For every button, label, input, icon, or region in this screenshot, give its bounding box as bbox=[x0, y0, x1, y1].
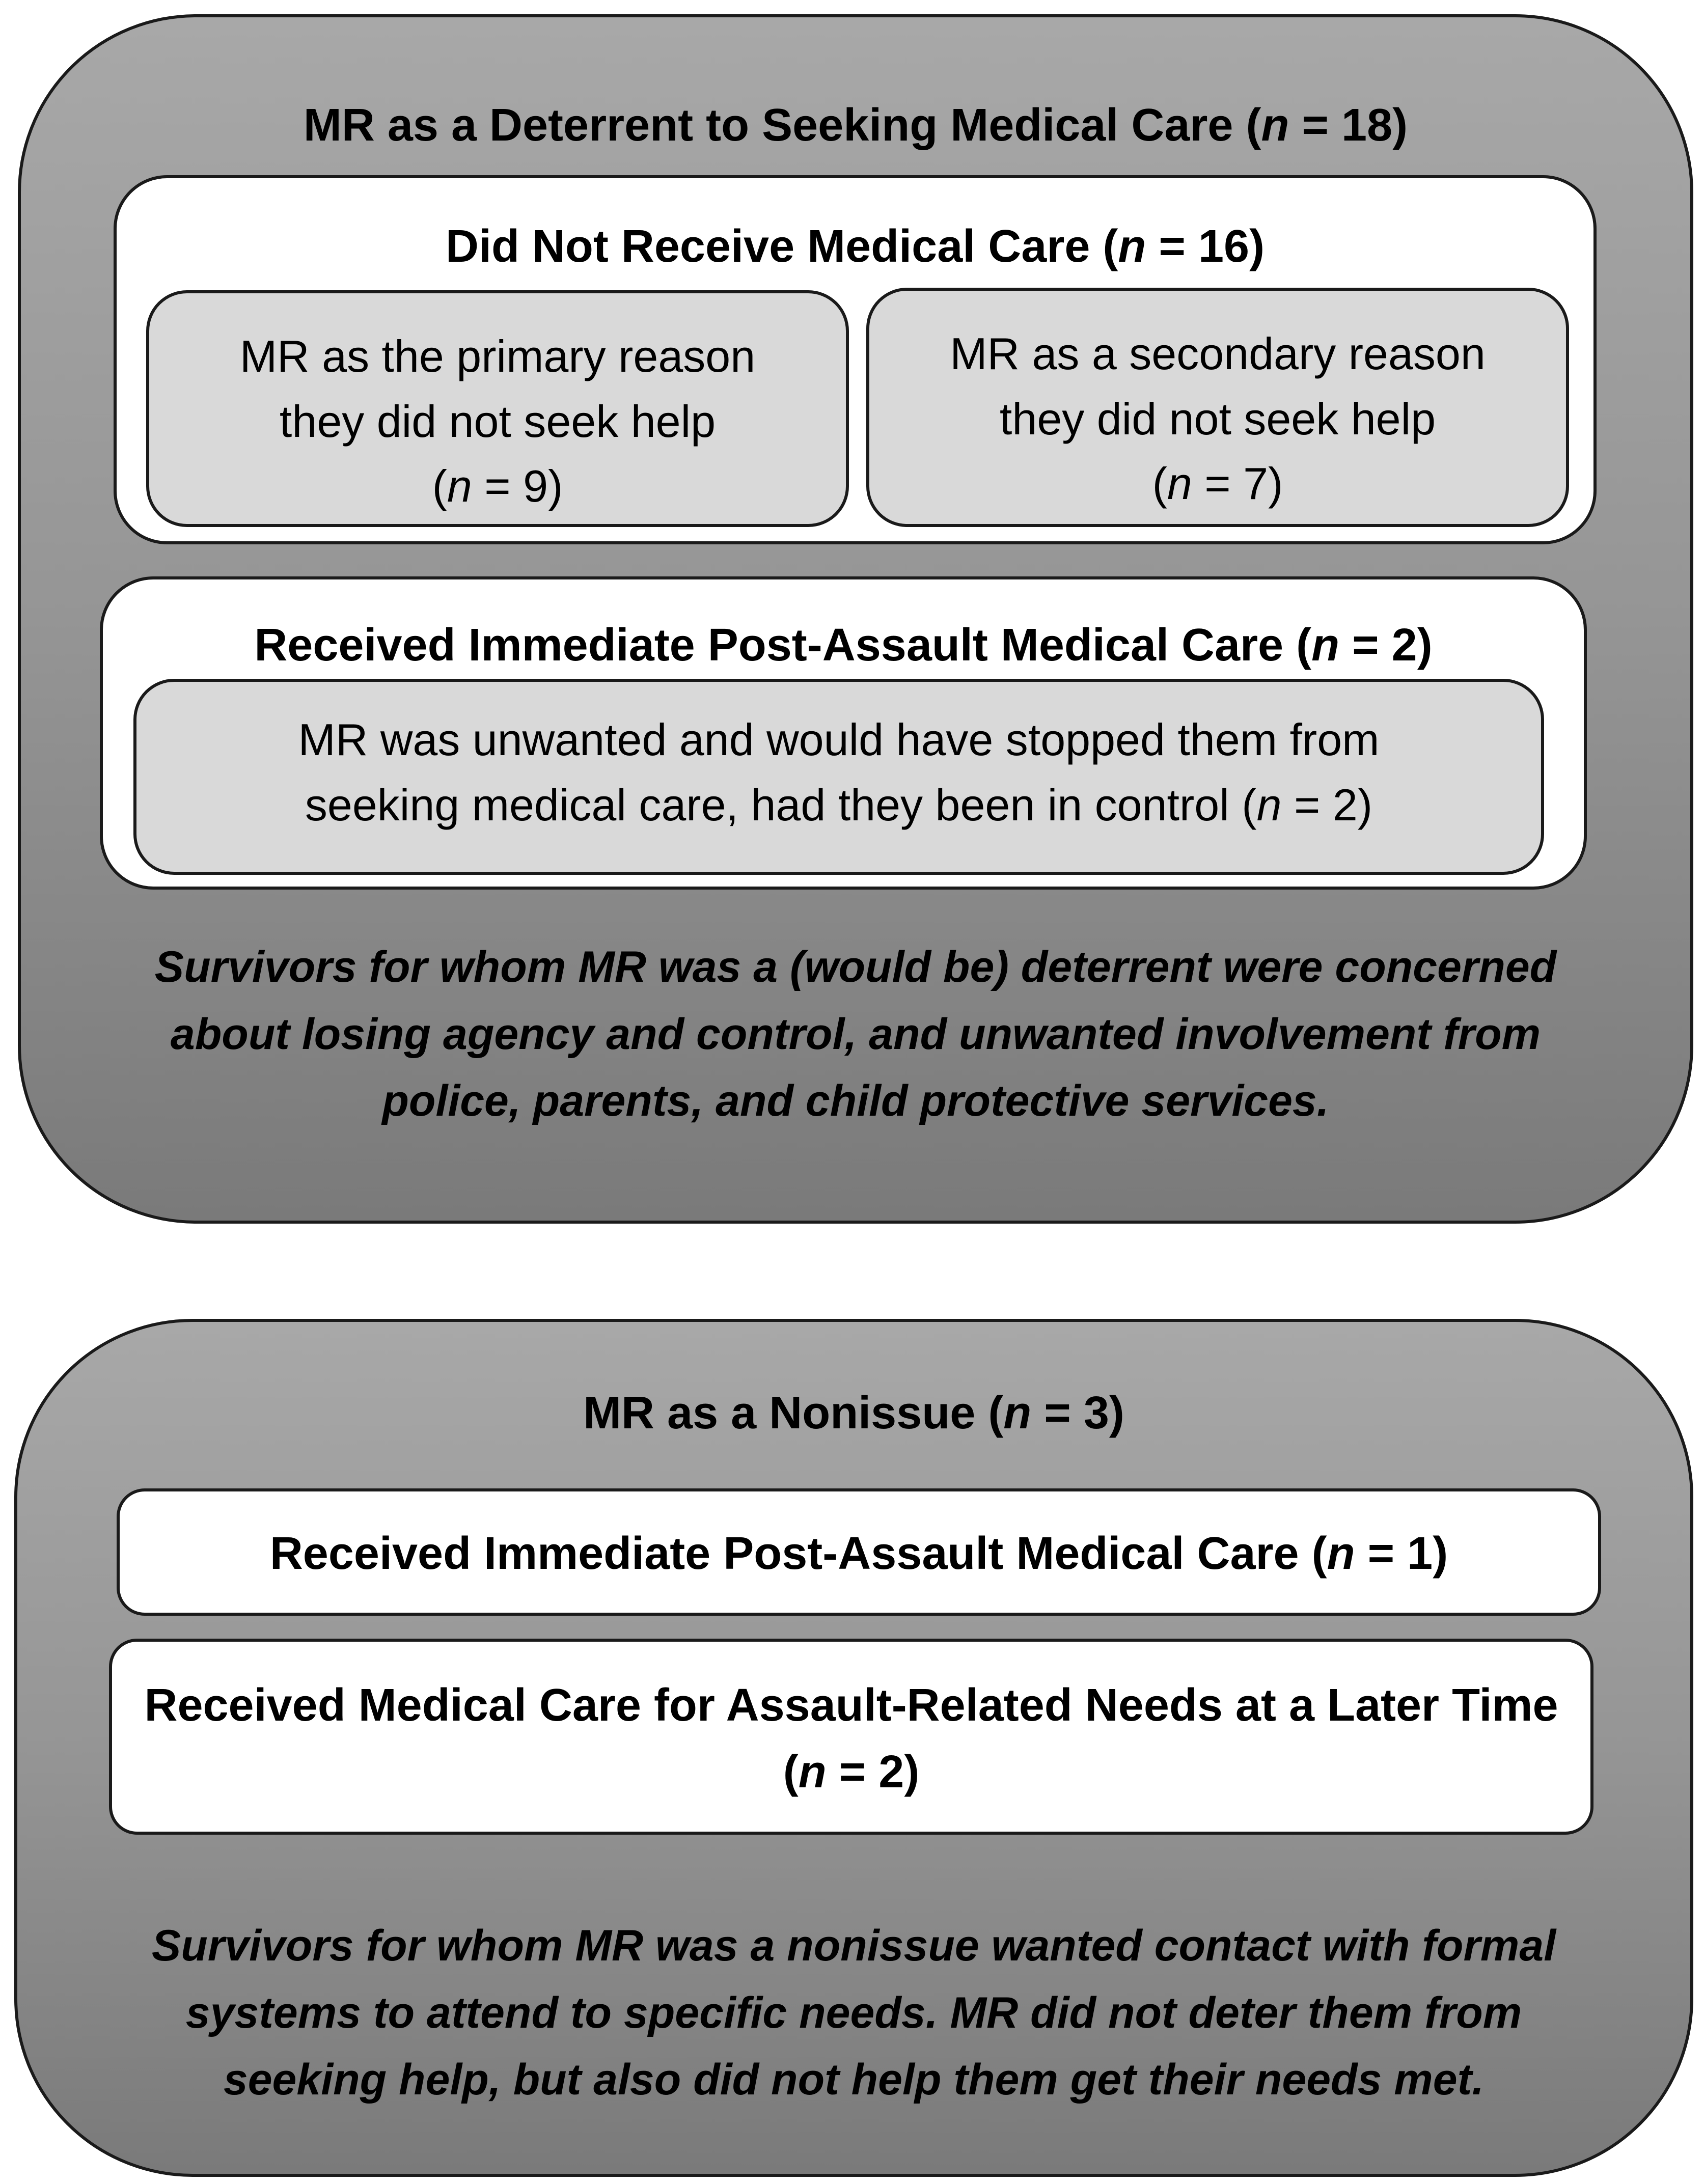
primary-reason-line1: MR as the primary reason bbox=[239, 331, 756, 381]
unwanted-mr-box: MR was unwanted and would have stopped t… bbox=[133, 679, 1544, 875]
nonissue-title: MR as a Nonissue (n = 3) bbox=[583, 1388, 1124, 1439]
deterrent-summary: Survivors for whom MR was a (would be) d… bbox=[154, 943, 1557, 1126]
deterrent-title: MR as a Deterrent to Seeking Medical Car… bbox=[303, 100, 1408, 151]
primary-reason-line2: they did not seek help bbox=[279, 396, 716, 447]
no-care-title: Did Not Receive Medical Care (n = 16) bbox=[445, 221, 1265, 272]
secondary-reason-line2: they did not seek help bbox=[999, 393, 1436, 444]
secondary-reason-line1: MR as a secondary reason bbox=[950, 328, 1486, 379]
nonissue-immediate-care-title: Received Immediate Post-Assault Medical … bbox=[269, 1528, 1448, 1579]
primary-reason-count: (n = 9) bbox=[432, 461, 563, 512]
later-care-title: Received Medical Care for Assault-Relate… bbox=[144, 1680, 1558, 1798]
secondary-reason-box: MR as a secondary reason they did not se… bbox=[866, 288, 1569, 527]
immediate-care-box: Received Immediate Post-Assault Medical … bbox=[100, 576, 1587, 890]
nonissue-summary: Survivors for whom MR was a nonissue wan… bbox=[151, 1921, 1556, 2105]
nonissue-immediate-care-box: Received Immediate Post-Assault Medical … bbox=[117, 1488, 1601, 1616]
no-care-box: Did Not Receive Medical Care (n = 16) MR… bbox=[114, 175, 1597, 544]
nonissue-panel: MR as a Nonissue (n = 3) Received Immedi… bbox=[14, 1319, 1693, 2177]
unwanted-mr-line2: seeking medical care, had they been in c… bbox=[305, 779, 1373, 830]
deterrent-panel: MR as a Deterrent to Seeking Medical Car… bbox=[18, 14, 1693, 1224]
unwanted-mr-line1: MR was unwanted and would have stopped t… bbox=[298, 714, 1380, 765]
later-care-box: Received Medical Care for Assault-Relate… bbox=[109, 1639, 1593, 1835]
immediate-care-title: Received Immediate Post-Assault Medical … bbox=[254, 620, 1433, 671]
secondary-reason-count: (n = 7) bbox=[1152, 458, 1283, 509]
primary-reason-box: MR as the primary reason they did not se… bbox=[146, 290, 849, 527]
